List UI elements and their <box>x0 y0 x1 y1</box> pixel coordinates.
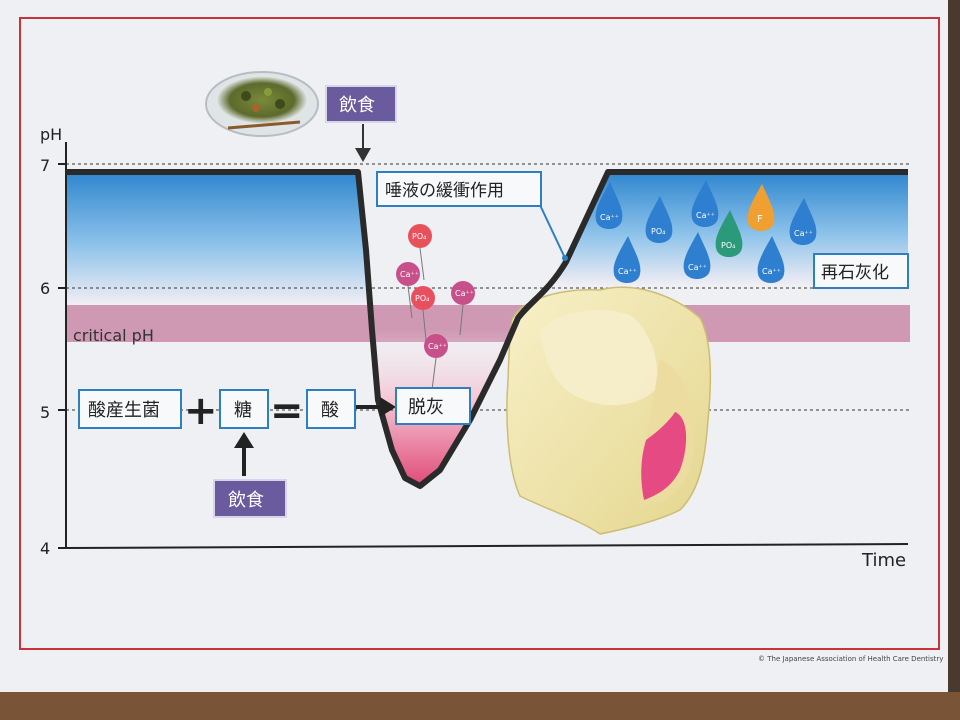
demineralization-label: 脱灰 <box>408 397 444 418</box>
ion-left-3: PO₄ <box>415 294 429 303</box>
wood-floor <box>0 692 960 720</box>
ions-left: PO₄ Ca⁺⁺ PO₄ Ca⁺⁺ Ca⁺⁺ <box>396 224 475 391</box>
demineralization-box <box>395 387 471 425</box>
ion-right-7: PO₄ <box>721 241 735 250</box>
tick-label-6: 6 <box>40 279 50 298</box>
ion-left-2: Ca⁺⁺ <box>400 270 419 279</box>
eat-box-bottom <box>213 479 287 518</box>
ions-right: Ca⁺⁺ PO₄ Ca⁺⁺ F Ca⁺⁺ Ca⁺⁺ PO₄ Ca⁺⁺ Ca⁺⁺ <box>595 180 817 283</box>
eat-box-top <box>325 85 397 123</box>
ion-right-5: Ca⁺⁺ <box>794 229 813 238</box>
poster-frame <box>19 17 940 650</box>
sugar-label: 糖 <box>234 400 252 421</box>
x-axis-label: Time <box>861 550 906 571</box>
saliva-callout-line <box>539 204 566 259</box>
y-axis-label: pH <box>40 125 62 144</box>
ion-left-1: PO₄ <box>412 232 426 241</box>
eat-label-bottom: 飲食 <box>228 490 264 511</box>
ion-left-4: Ca⁺⁺ <box>455 289 474 298</box>
equals-sign: = <box>270 388 304 434</box>
saliva-buffer-label: 唾液の緩衝作用 <box>385 181 504 201</box>
ion-left-5: Ca⁺⁺ <box>428 342 447 351</box>
remineralization-box <box>813 253 909 289</box>
ion-right-8: Ca⁺⁺ <box>688 263 707 272</box>
copyright-text: © The Japanese Association of Health Car… <box>758 655 943 663</box>
acid-bacteria-box <box>78 389 182 429</box>
x-axis <box>65 543 909 549</box>
sugar-box <box>219 389 269 429</box>
acid-label: 酸 <box>321 400 339 421</box>
remineralization-label: 再石灰化 <box>821 263 889 283</box>
tick-label-7: 7 <box>40 156 50 175</box>
acid-box <box>306 389 356 429</box>
ion-right-4: F <box>757 214 763 225</box>
tick-label-4: 4 <box>40 539 50 558</box>
ion-right-1: Ca⁺⁺ <box>600 213 619 222</box>
tooth-illustration <box>506 286 712 535</box>
ion-right-6: Ca⁺⁺ <box>618 267 637 276</box>
ion-right-9: Ca⁺⁺ <box>762 267 781 276</box>
eat-label-top: 飲食 <box>339 95 375 116</box>
critical-ph-label: critical pH <box>73 326 154 345</box>
background-edge <box>948 0 960 692</box>
food-plate-icon <box>205 71 319 137</box>
acid-bacteria-label: 酸産生菌 <box>88 400 160 421</box>
ion-right-2: PO₄ <box>651 227 665 236</box>
saliva-buffer-box <box>376 171 542 207</box>
neutral-ph-region-left <box>66 172 368 305</box>
ion-right-3: Ca⁺⁺ <box>696 211 715 220</box>
tick-label-5: 5 <box>40 403 50 422</box>
plus-sign: + <box>184 388 218 434</box>
